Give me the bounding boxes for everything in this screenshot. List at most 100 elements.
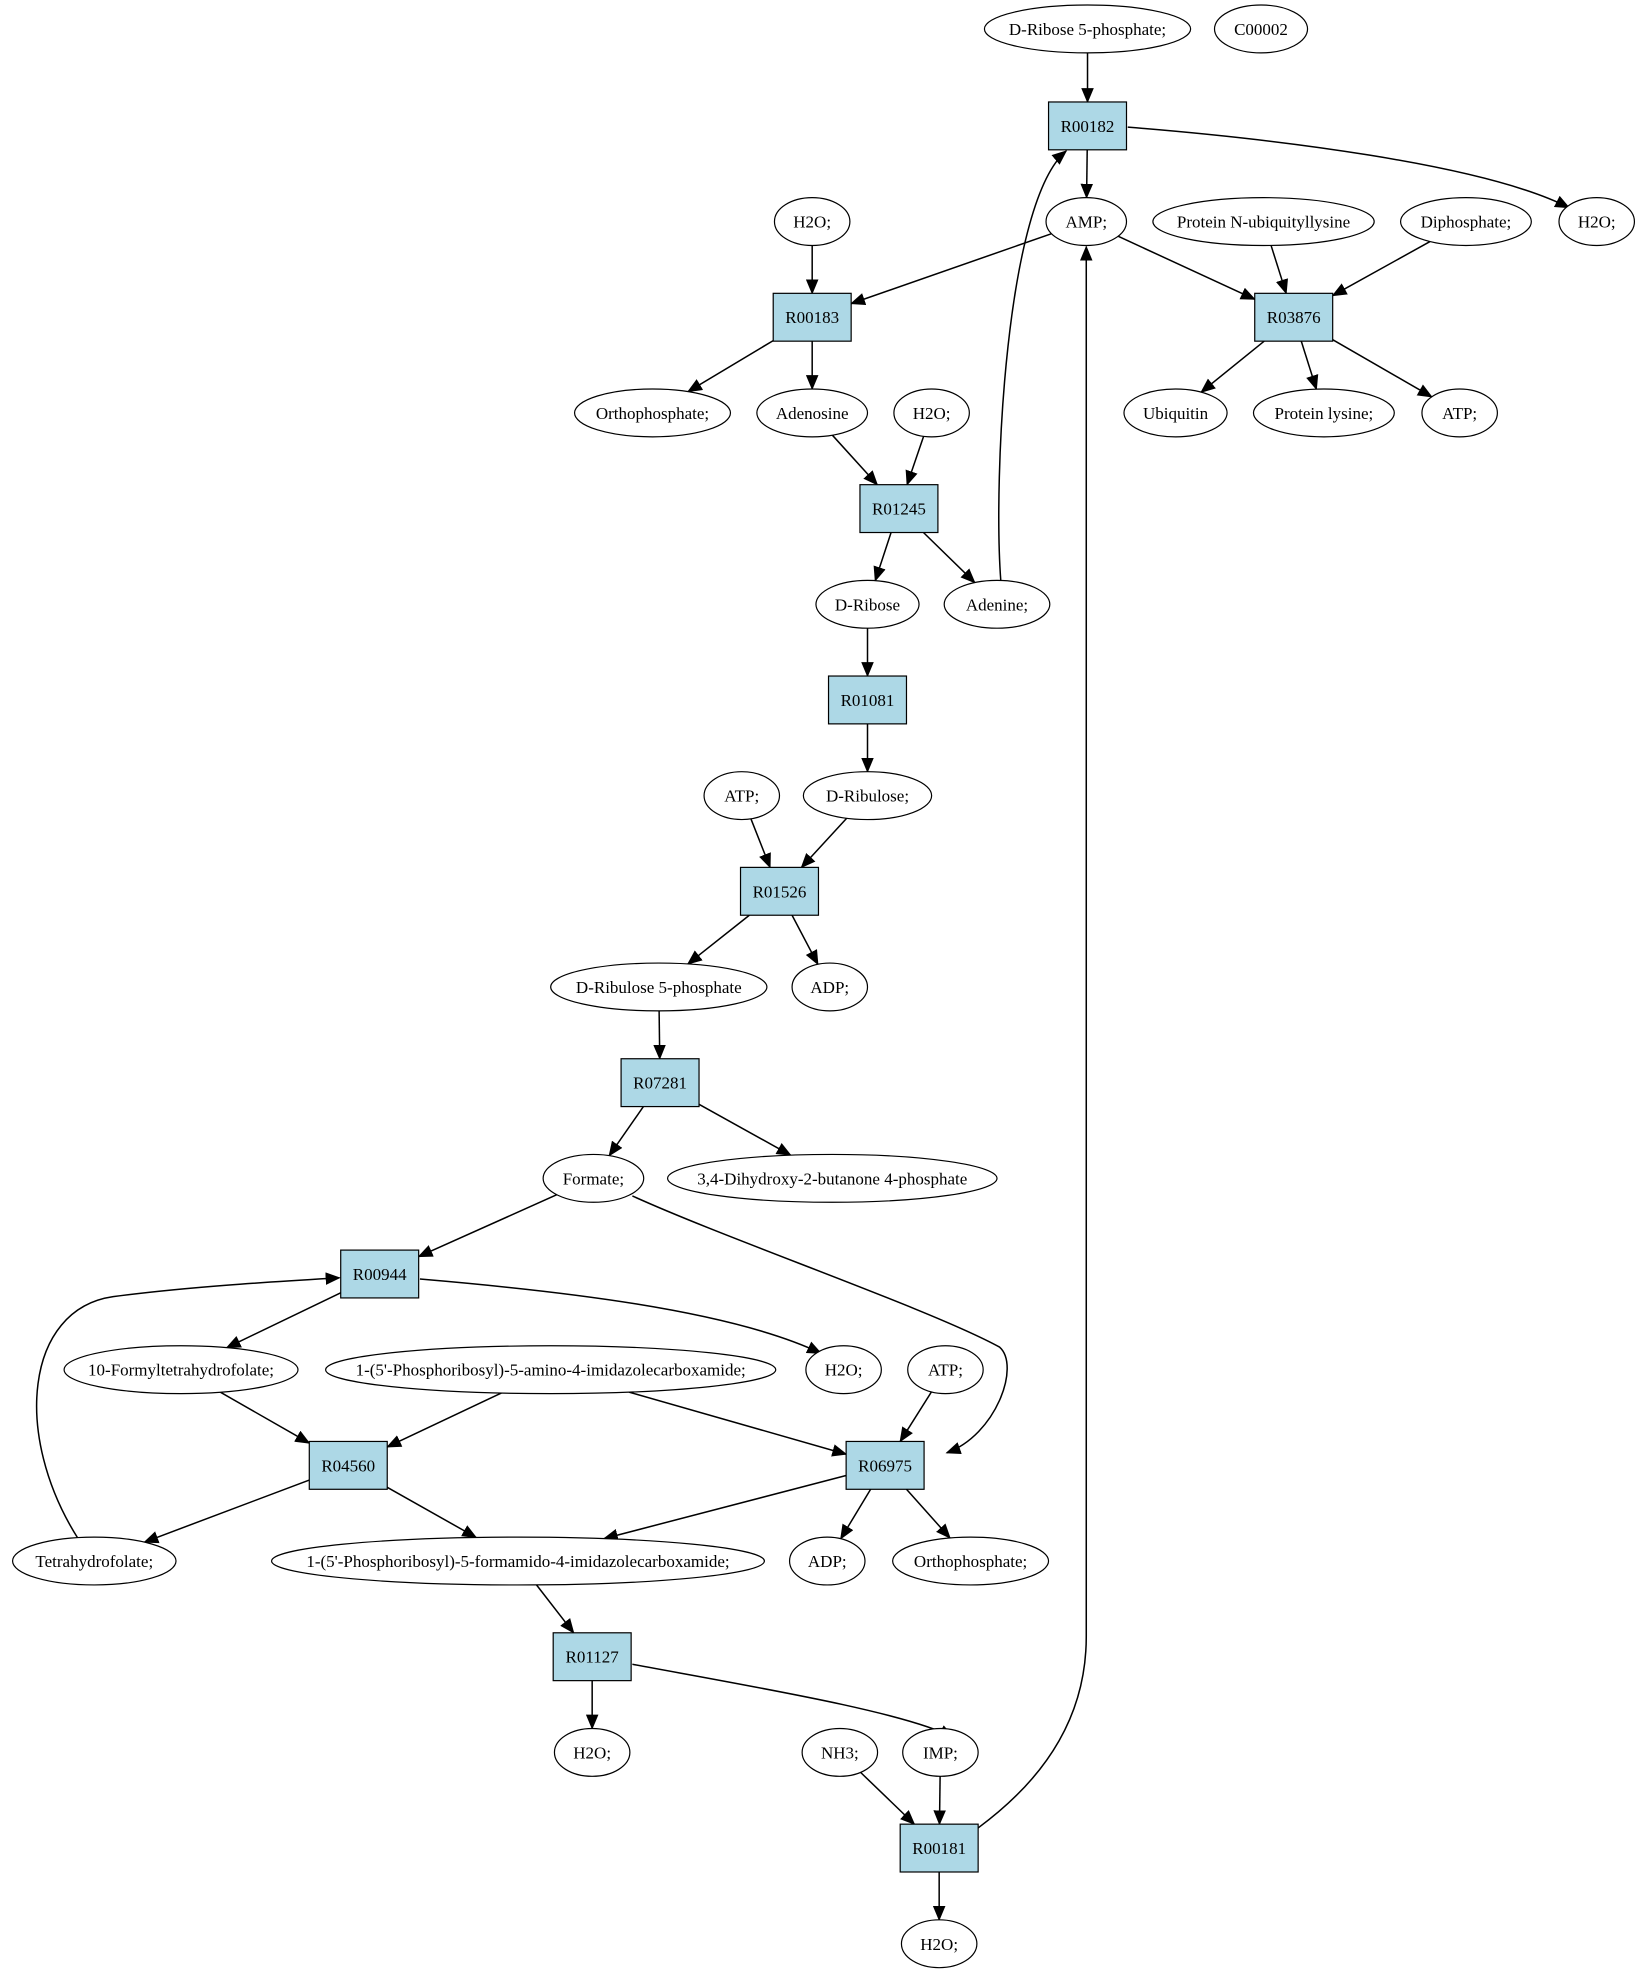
edge-r03876-to-protlys: [1300, 340, 1319, 391]
edge-atp_2-to-r01526: [750, 818, 771, 869]
node-label: H2O;: [920, 1935, 958, 1954]
edge-adenine-to-r00182: [998, 150, 1068, 581]
reaction-node-r00183: R00183: [772, 292, 852, 342]
metabolite-node-thf: Tetrahydrofolate;: [11, 1536, 177, 1586]
metabolite-node-protnubq: Protein N-ubiquityllysine: [1152, 197, 1375, 247]
metabolite-node-protlys: Protein lysine;: [1252, 388, 1395, 438]
node-label: H2O;: [793, 213, 831, 232]
edge-adenosine-to-r01245: [831, 434, 879, 486]
metabolite-ellipse: [1558, 197, 1636, 247]
node-label: D-Ribose 5-phosphate;: [1009, 20, 1166, 39]
node-label: Adenine;: [966, 595, 1028, 614]
edge-dribulose5p-to-r07281: [653, 1010, 666, 1060]
metabolite-node-adenine: Adenine;: [943, 579, 1051, 629]
metabolite-ellipse: [1252, 388, 1395, 438]
metabolite-ellipse: [325, 1345, 777, 1395]
reaction-node-r01127: R01127: [552, 1632, 632, 1682]
metabolite-ellipse: [63, 1345, 299, 1395]
metabolite-node-h2o_3: H2O;: [893, 388, 970, 438]
node-label: R04560: [321, 1456, 375, 1475]
edge-formate-to-r00944: [417, 1194, 558, 1258]
metabolite-ellipse: [907, 1345, 984, 1395]
reaction-node-r04560: R04560: [308, 1440, 388, 1490]
reaction-box: [1254, 292, 1334, 342]
node-label: R07281: [633, 1074, 687, 1093]
metabolite-node-dhbp: 3,4-Dihydroxy-2-butanone 4-phosphate: [667, 1153, 998, 1203]
edge-r01245-to-adenine: [922, 531, 976, 584]
reaction-node-r00944: R00944: [340, 1249, 420, 1299]
metabolite-ellipse: [892, 1536, 1050, 1586]
metabolite-ellipse: [805, 1345, 882, 1395]
edge-r04560-to-thf: [143, 1479, 310, 1544]
edge-amp-to-r03876: [1117, 235, 1256, 300]
edge-r03876-to-atp_1: [1332, 339, 1433, 398]
metabolite-ellipse: [550, 962, 768, 1012]
edge-h2o_3-to-r01245: [905, 436, 925, 486]
edge-r01245-to-dribose: [873, 532, 892, 582]
edge-thf-to-r00944: [35, 1272, 341, 1539]
metabolite-ellipse: [703, 771, 781, 821]
edge-faicar-to-r01127: [535, 1584, 575, 1634]
node-label: ADP;: [810, 978, 849, 997]
reaction-node-r07281: R07281: [620, 1058, 700, 1108]
edge-protnubq-to-r03876: [1270, 245, 1289, 295]
edge-dribulose-to-r01526: [800, 817, 848, 869]
metabolite-node-aicar: 1-(5'-Phosphoribosyl)-5-amino-4-imidazol…: [325, 1345, 777, 1395]
metabolite-ellipse: [1399, 197, 1532, 247]
metabolite-node-atp_1: ATP;: [1421, 388, 1498, 438]
reaction-box: [827, 675, 908, 725]
reaction-node-r00181: R00181: [899, 1823, 979, 1873]
metabolite-ellipse: [791, 962, 869, 1012]
metabolite-node-dribulose: D-Ribulose;: [802, 771, 933, 821]
node-label: H2O;: [825, 1361, 863, 1380]
edge-amp-to-r00183: [849, 232, 1052, 306]
metabolite-node-atp_3: ATP;: [907, 1345, 984, 1395]
node-label: D-Ribulose;: [826, 787, 909, 806]
metabolite-node-dribose: D-Ribose: [815, 579, 920, 629]
reaction-node-r01526: R01526: [739, 866, 820, 916]
metabolite-node-ubiquitin: Ubiquitin: [1123, 388, 1228, 438]
reaction-box: [1047, 101, 1128, 151]
node-label: Orthophosphate;: [914, 1552, 1027, 1571]
edge-r06975-to-adp_2: [840, 1488, 872, 1540]
node-label: ATP;: [1442, 404, 1477, 423]
reaction-node-r03876: R03876: [1254, 292, 1334, 342]
metabolite-node-c00002: C00002: [1213, 4, 1309, 54]
reaction-node-r01245: R01245: [859, 484, 939, 534]
metabolite-ellipse: [943, 579, 1051, 629]
metabolite-node-dribose5p: D-Ribose 5-phosphate;: [983, 4, 1192, 54]
node-label: 3,4-Dihydroxy-2-butanone 4-phosphate: [697, 1169, 967, 1188]
edge-aicar-to-r04560: [386, 1392, 502, 1448]
edge-r06975-to-orthophos_2: [905, 1488, 951, 1539]
node-label: R03876: [1267, 308, 1321, 327]
edge-nh3-to-r00181: [860, 1771, 916, 1826]
node-label: AMP;: [1065, 213, 1107, 232]
node-label: Formate;: [563, 1169, 624, 1188]
edge-r01526-to-dribulose5p: [686, 914, 750, 965]
edge-10fthf-to-r04560: [220, 1391, 311, 1444]
node-label: C00002: [1234, 20, 1288, 39]
metabolite-node-h2o_1: H2O;: [773, 197, 851, 247]
metabolite-ellipse: [1045, 197, 1128, 247]
reaction-box: [308, 1440, 388, 1490]
reaction-box: [772, 292, 852, 342]
node-label: ATP;: [928, 1361, 963, 1380]
reaction-box: [845, 1440, 925, 1490]
reaction-box: [739, 866, 820, 916]
node-label: ATP;: [724, 787, 759, 806]
metabolite-ellipse: [802, 771, 933, 821]
metabolite-ellipse: [815, 579, 920, 629]
node-label: 10-Formyltetrahydrofolate;: [88, 1361, 274, 1380]
metabolite-ellipse: [902, 1727, 979, 1777]
node-label: R06975: [858, 1456, 912, 1475]
edge-r01526-to-adp_1: [791, 914, 819, 966]
metabolite-ellipse: [1152, 197, 1375, 247]
reaction-box: [552, 1632, 632, 1682]
metabolite-node-diphosphate: Diphosphate;: [1399, 197, 1532, 247]
metabolite-ellipse: [983, 4, 1192, 54]
metabolite-node-h2o_5: H2O;: [553, 1727, 631, 1777]
node-label: R01127: [566, 1648, 620, 1667]
node-label: R00182: [1061, 117, 1115, 136]
